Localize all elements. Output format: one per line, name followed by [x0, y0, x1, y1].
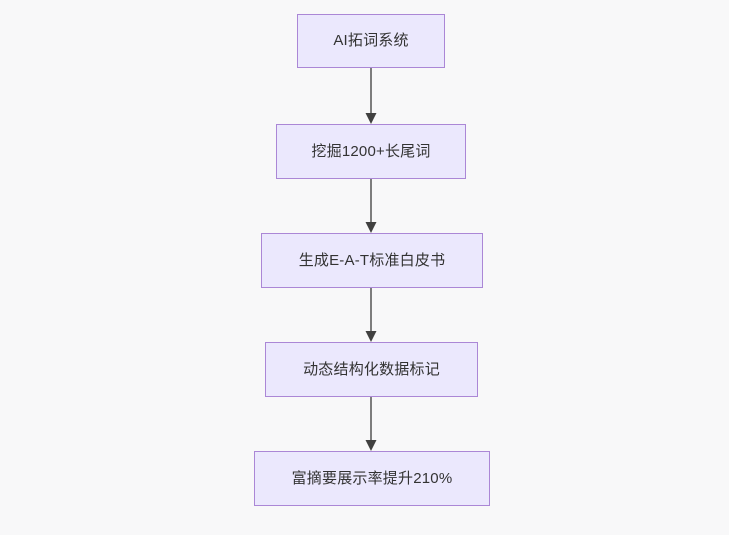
flow-node-generate-eat-whitepaper[interactable]: 生成E-A-T标准白皮书 — [261, 233, 483, 288]
flow-node-label: 动态结构化数据标记 — [303, 360, 440, 378]
flow-node-label: 生成E-A-T标准白皮书 — [298, 251, 446, 269]
flow-node-label: AI拓词系统 — [333, 32, 409, 49]
flow-edge-4 — [365, 397, 377, 451]
flow-node-mine-longtail-keywords[interactable]: 挖掘1200+长尾词 — [276, 124, 466, 179]
flow-node-label: 挖掘1200+长尾词 — [311, 142, 431, 160]
flow-node-label: 富摘要展示率提升210% — [291, 469, 453, 487]
flow-node-ai-keyword-system[interactable]: AI拓词系统 — [297, 14, 445, 68]
flow-edge-3 — [365, 288, 377, 342]
flow-edge-1 — [365, 68, 377, 124]
flow-node-rich-snippet-uplift[interactable]: 富摘要展示率提升210% — [254, 451, 490, 506]
flow-node-dynamic-structured-data[interactable]: 动态结构化数据标记 — [265, 342, 478, 397]
flow-edge-2 — [365, 179, 377, 233]
